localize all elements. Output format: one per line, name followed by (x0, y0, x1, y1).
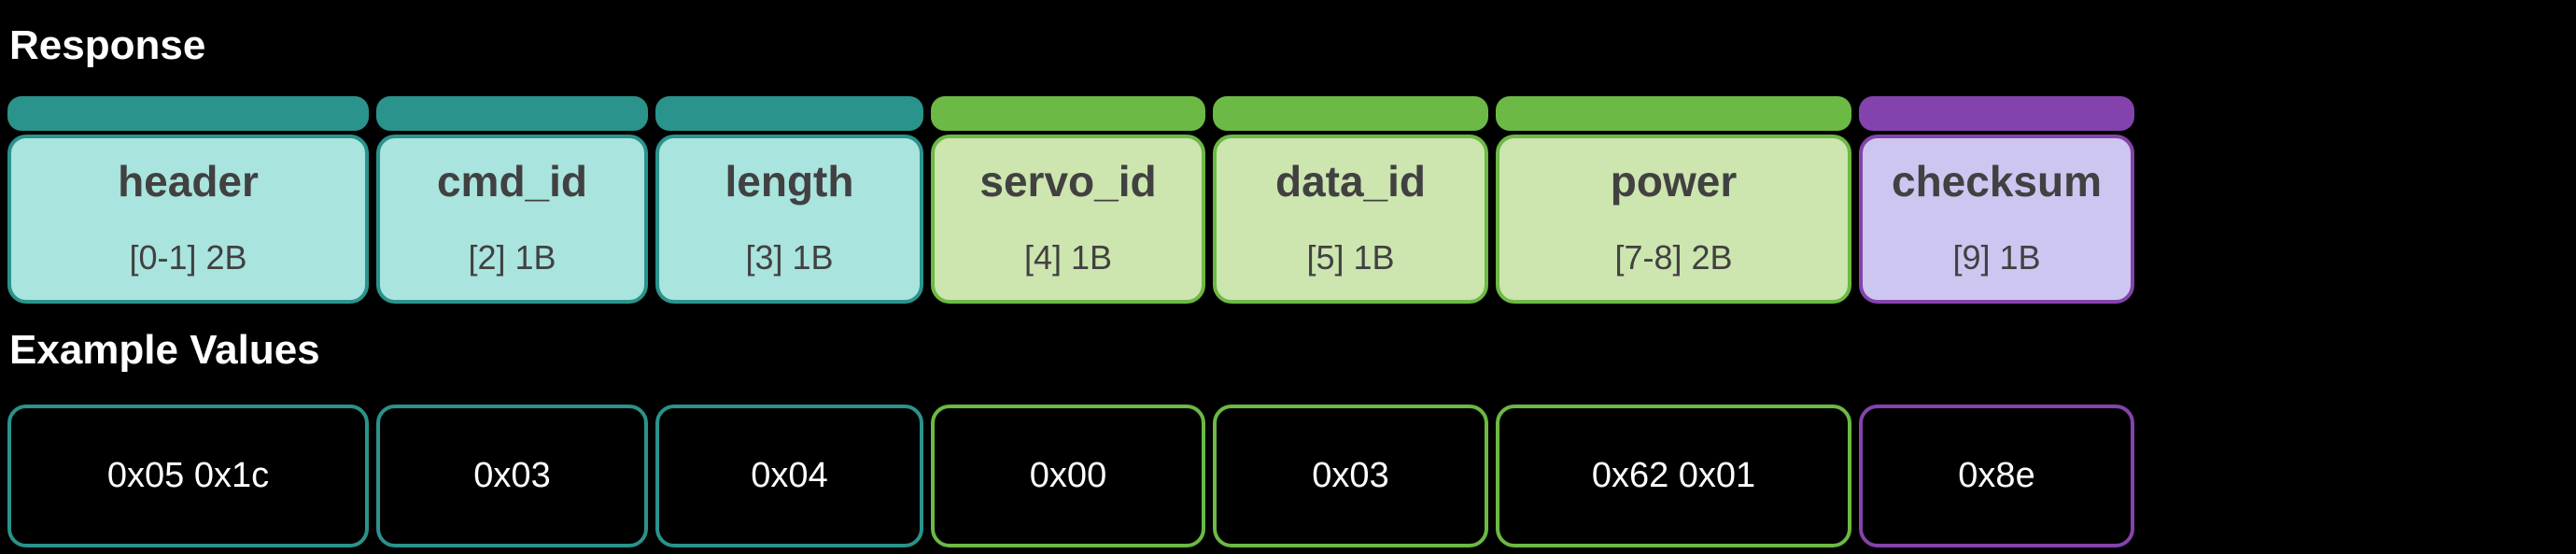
field-body-servo_id: servo_id [4] 1B (931, 135, 1205, 304)
field-bytes-label: [3] 1B (745, 238, 834, 277)
field-bytes-label: [4] 1B (1023, 238, 1113, 277)
field-cap-power (1496, 96, 1851, 131)
field-box-header: header [0-1] 2B (7, 96, 369, 304)
field-name-label: data_id (1274, 157, 1427, 206)
field-cap-header (7, 96, 369, 131)
field-name-label: cmd_id (436, 157, 588, 206)
field-cap-cmd_id (376, 96, 648, 131)
value-text: 0x05 0x1c (106, 456, 270, 495)
value-text: 0x00 (1029, 456, 1107, 495)
value-box-power: 0x62 0x01 (1496, 405, 1851, 547)
field-cap-data_id (1213, 96, 1488, 131)
field-cap-length (655, 96, 923, 131)
field-cap-servo_id (931, 96, 1205, 131)
field-name-label: servo_id (979, 157, 1157, 206)
field-box-servo_id: servo_id [4] 1B (931, 96, 1205, 304)
value-text: 0x03 (473, 456, 551, 495)
field-name-label: power (1610, 157, 1738, 206)
field-box-cmd_id: cmd_id [2] 1B (376, 96, 648, 304)
example-values-row: 0x05 0x1c 0x03 0x04 0x00 0x03 0x62 0x01 0x8e (7, 405, 2134, 547)
field-name-label: checksum (1891, 157, 2102, 206)
field-box-power: power [7-8] 2B (1496, 96, 1851, 304)
response-fields-row: header [0-1] 2B cmd_id [2] 1B length [3] 1B se… (7, 96, 2134, 304)
field-box-data_id: data_id [5] 1B (1213, 96, 1488, 304)
response-section-title: Response (9, 22, 206, 68)
field-name-label: header (118, 157, 259, 206)
example-values-section-title: Example Values (9, 327, 320, 373)
field-body-header: header [0-1] 2B (7, 135, 369, 304)
field-bytes-label: [9] 1B (1952, 238, 2041, 277)
field-body-power: power [7-8] 2B (1496, 135, 1851, 304)
field-bytes-label: [0-1] 2B (129, 238, 247, 277)
value-text: 0x04 (751, 456, 828, 495)
value-box-length: 0x04 (655, 405, 923, 547)
field-box-length: length [3] 1B (655, 96, 923, 304)
value-text: 0x62 0x01 (1591, 456, 1756, 495)
value-box-servo_id: 0x00 (931, 405, 1205, 547)
value-box-data_id: 0x03 (1213, 405, 1488, 547)
field-name-label: length (725, 157, 854, 206)
field-body-length: length [3] 1B (655, 135, 923, 304)
value-text: 0x8e (1958, 456, 2035, 495)
field-bytes-label: [7-8] 2B (1614, 238, 1733, 277)
field-body-checksum: checksum [9] 1B (1859, 135, 2134, 304)
value-box-cmd_id: 0x03 (376, 405, 648, 547)
value-box-checksum: 0x8e (1859, 405, 2134, 547)
value-box-header: 0x05 0x1c (7, 405, 369, 547)
field-bytes-label: [5] 1B (1306, 238, 1395, 277)
field-body-cmd_id: cmd_id [2] 1B (376, 135, 648, 304)
field-cap-checksum (1859, 96, 2134, 131)
value-text: 0x03 (1312, 456, 1389, 495)
field-bytes-label: [2] 1B (468, 238, 556, 277)
field-box-checksum: checksum [9] 1B (1859, 96, 2134, 304)
field-body-data_id: data_id [5] 1B (1213, 135, 1488, 304)
